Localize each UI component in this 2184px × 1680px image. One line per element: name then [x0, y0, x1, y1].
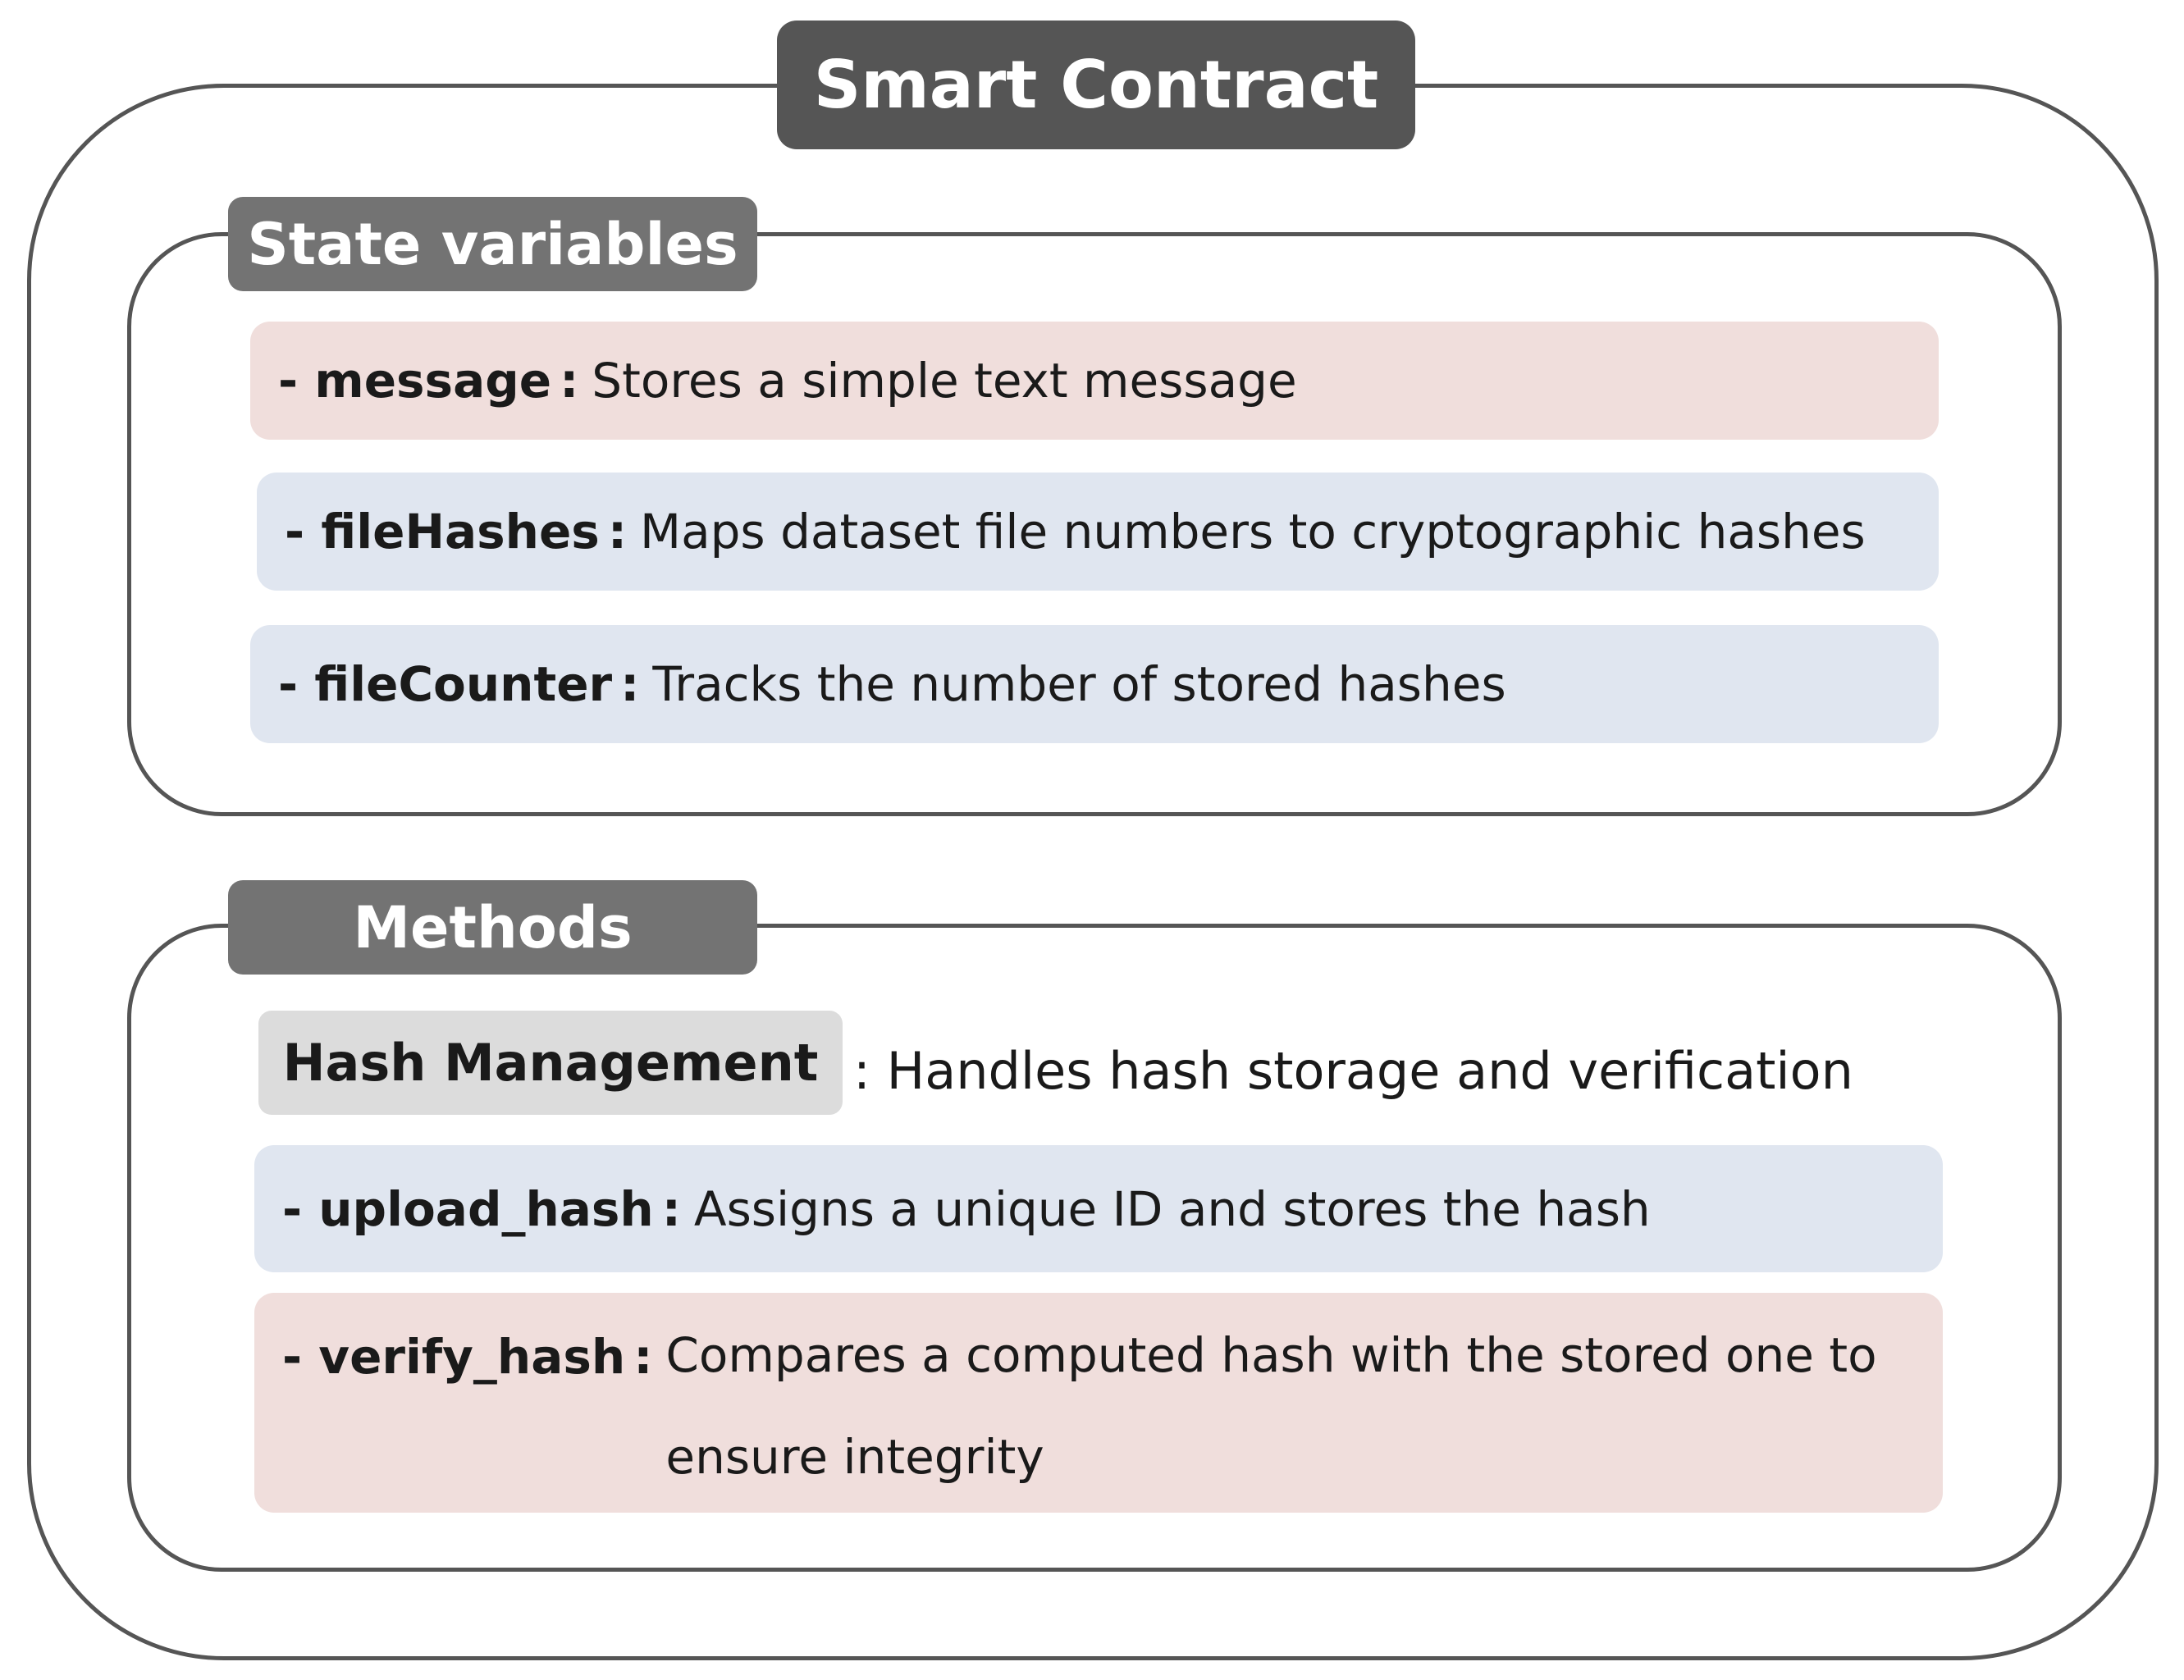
variable-description: Maps dataset file numbers to cryptograph… [640, 504, 1866, 559]
separator: : [633, 1329, 653, 1385]
method-description: Compares a computed hash with the stored… [665, 1327, 1877, 1485]
variable-description: Tracks the number of stored hashes [652, 656, 1506, 712]
variable-name: - message [278, 353, 552, 409]
separator: : [560, 353, 579, 409]
hash-management-chip: Hash Management [258, 1011, 843, 1115]
state-variable-message: - message : Stores a simple text message [250, 322, 1939, 440]
variable-name: - fileHashes [285, 504, 600, 559]
method-description: Assigns a unique ID and stores the hash [693, 1180, 1651, 1237]
method-name: - upload_hash [282, 1180, 654, 1237]
separator: : [607, 504, 628, 559]
variable-description: Stores a simple text message [592, 353, 1297, 409]
hash-management-description: : Handles hash storage and verification [853, 1041, 1853, 1101]
smart-contract-title: Smart Contract [777, 21, 1415, 149]
method-verify-hash: - verify_hash : Compares a computed hash… [254, 1293, 1943, 1513]
method-name: - verify_hash [282, 1329, 626, 1385]
variable-name: - fileCounter [278, 656, 613, 712]
state-variables-label: State variables [228, 197, 757, 291]
separator: : [661, 1180, 681, 1237]
methods-label: Methods [228, 880, 757, 975]
state-variable-filehashes: - fileHashes : Maps dataset file numbers… [257, 472, 1939, 591]
method-upload-hash: - upload_hash : Assigns a unique ID and … [254, 1145, 1943, 1272]
state-variable-filecounter: - fileCounter : Tracks the number of sto… [250, 625, 1939, 743]
separator: : [620, 656, 640, 712]
